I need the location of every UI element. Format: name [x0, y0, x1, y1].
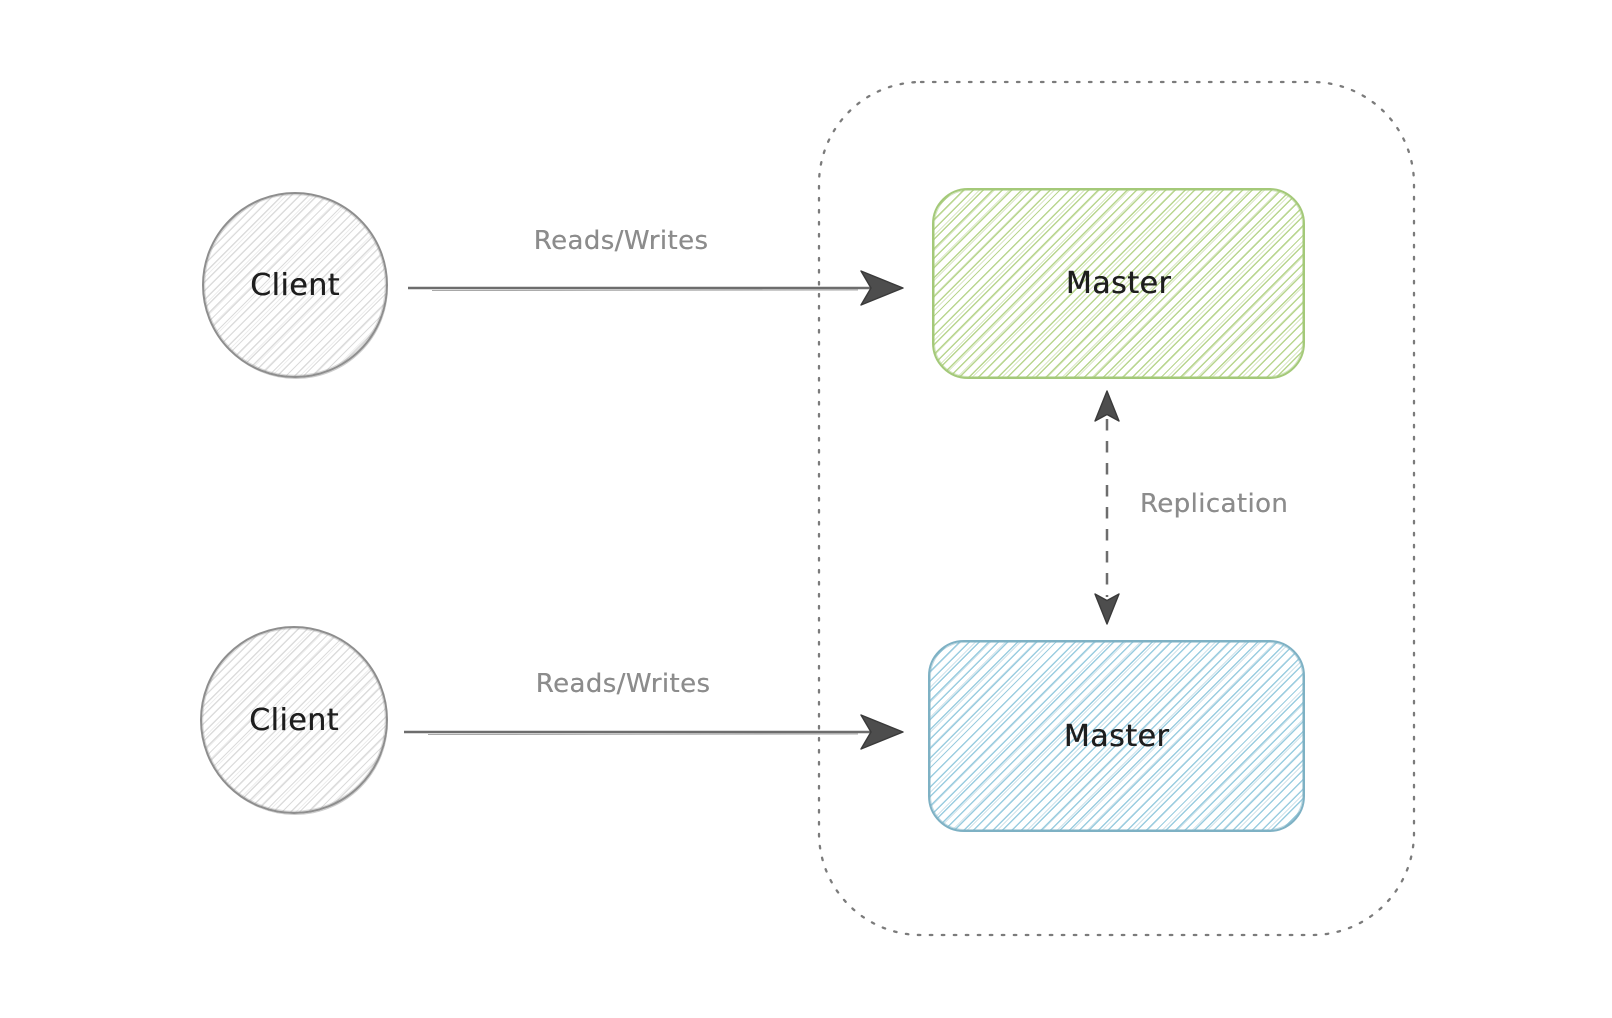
- arrowhead-icon: [860, 270, 904, 306]
- replication-label: Replication: [1139, 489, 1289, 519]
- replication-arrow: [1094, 390, 1120, 625]
- arrowhead-up-icon: [1094, 390, 1120, 422]
- arrowhead-icon: [860, 714, 904, 750]
- replication-cluster-boundary: [817, 80, 1416, 937]
- arrowhead-down-icon: [1094, 593, 1120, 625]
- master-node-top: Master: [932, 188, 1305, 379]
- master-top-label: Master: [1065, 266, 1172, 301]
- client-bottom-label: Client: [249, 702, 339, 738]
- reads-writes-arrow-bottom: [404, 714, 904, 750]
- master-node-bottom: Master: [928, 640, 1305, 832]
- client-node-bottom: Client: [200, 626, 388, 814]
- client-top-label: Client: [250, 267, 340, 303]
- master-bottom-label: Master: [1063, 718, 1170, 754]
- reads-writes-label-bottom: Reads/Writes: [535, 669, 711, 699]
- reads-writes-arrow-top: [408, 270, 904, 306]
- reads-writes-label-top: Reads/Writes: [533, 226, 709, 256]
- client-node-top: Client: [202, 192, 388, 378]
